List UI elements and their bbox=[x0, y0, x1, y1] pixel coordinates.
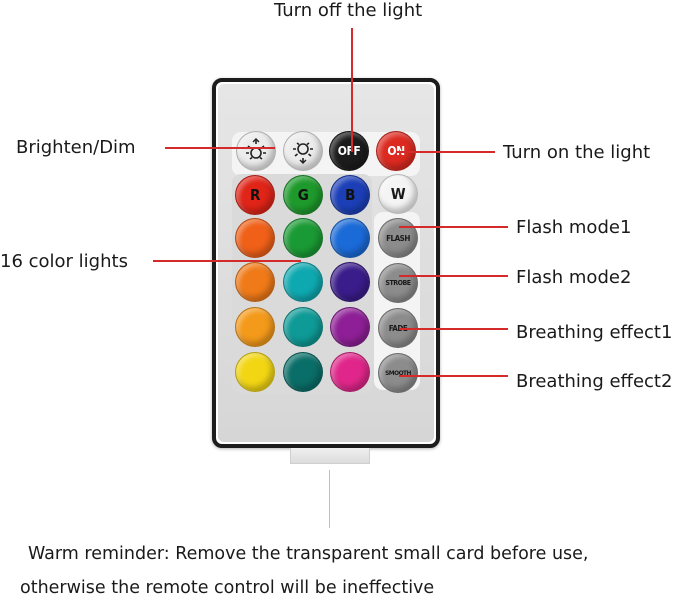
off-button-label: OFF bbox=[337, 144, 361, 158]
color-button-label: G bbox=[297, 186, 309, 204]
color-lights-line bbox=[153, 260, 301, 262]
smooth-button[interactable]: SMOOTH bbox=[378, 353, 418, 393]
flash-mode2-label: Flash mode2 bbox=[516, 267, 632, 288]
smooth-button-label: SMOOTH bbox=[385, 369, 411, 377]
dim-button[interactable] bbox=[283, 131, 323, 171]
pull-tab-line bbox=[329, 470, 330, 528]
white-button-label: W bbox=[390, 185, 406, 203]
color-button[interactable] bbox=[283, 352, 323, 392]
color-button[interactable]: R bbox=[235, 175, 275, 215]
color-button[interactable] bbox=[283, 307, 323, 347]
strobe-button[interactable]: STROBE bbox=[378, 263, 418, 303]
color-button-label: B bbox=[345, 186, 355, 204]
color-button[interactable] bbox=[330, 307, 370, 347]
flash-mode1-label: Flash mode1 bbox=[516, 217, 632, 238]
off-button[interactable]: OFF bbox=[329, 131, 369, 171]
color-button[interactable]: B bbox=[330, 175, 370, 215]
strobe-button-label: STROBE bbox=[385, 279, 411, 287]
color-button[interactable]: G bbox=[283, 175, 323, 215]
brighten-dim-label: Brighten/Dim bbox=[16, 137, 136, 158]
turn-on-line bbox=[397, 151, 495, 153]
color-button[interactable] bbox=[235, 352, 275, 392]
white-button[interactable]: W bbox=[378, 174, 418, 214]
color-button[interactable] bbox=[330, 262, 370, 302]
breathing-effect2-label: Breathing effect2 bbox=[516, 371, 673, 392]
color-button[interactable] bbox=[283, 262, 323, 302]
color-lights-label: 16 color lights bbox=[0, 251, 128, 272]
color-button[interactable] bbox=[235, 218, 275, 258]
on-button-label: ON bbox=[387, 144, 405, 158]
brighten-dim-line bbox=[165, 147, 275, 149]
turn-on-label: Turn on the light bbox=[503, 142, 651, 163]
breathing2-line bbox=[399, 375, 508, 377]
color-button[interactable] bbox=[330, 352, 370, 392]
reminder-line2: otherwise the remote control will be ine… bbox=[20, 578, 435, 598]
fade-button-label: FADE bbox=[388, 323, 408, 333]
flash-button-label: FLASH bbox=[386, 233, 410, 243]
color-button[interactable] bbox=[283, 218, 323, 258]
color-button-label: R bbox=[250, 186, 260, 204]
color-button[interactable] bbox=[330, 218, 370, 258]
color-button[interactable] bbox=[235, 307, 275, 347]
reminder-line1: Warm reminder: Remove the transparent sm… bbox=[28, 544, 589, 564]
turn-off-line bbox=[351, 28, 353, 152]
pull-tab bbox=[290, 448, 370, 464]
color-button[interactable] bbox=[235, 262, 275, 302]
flash-button[interactable]: FLASH bbox=[378, 218, 418, 258]
sun-down-icon bbox=[293, 142, 313, 164]
breathing-effect1-label: Breathing effect1 bbox=[516, 322, 673, 343]
turn-off-label: Turn off the light bbox=[274, 0, 423, 21]
flash1-line bbox=[399, 226, 508, 228]
breathing1-line bbox=[399, 328, 508, 330]
brighten-button[interactable] bbox=[236, 131, 276, 171]
sun-up-icon bbox=[246, 138, 266, 160]
flash2-line bbox=[399, 275, 508, 277]
